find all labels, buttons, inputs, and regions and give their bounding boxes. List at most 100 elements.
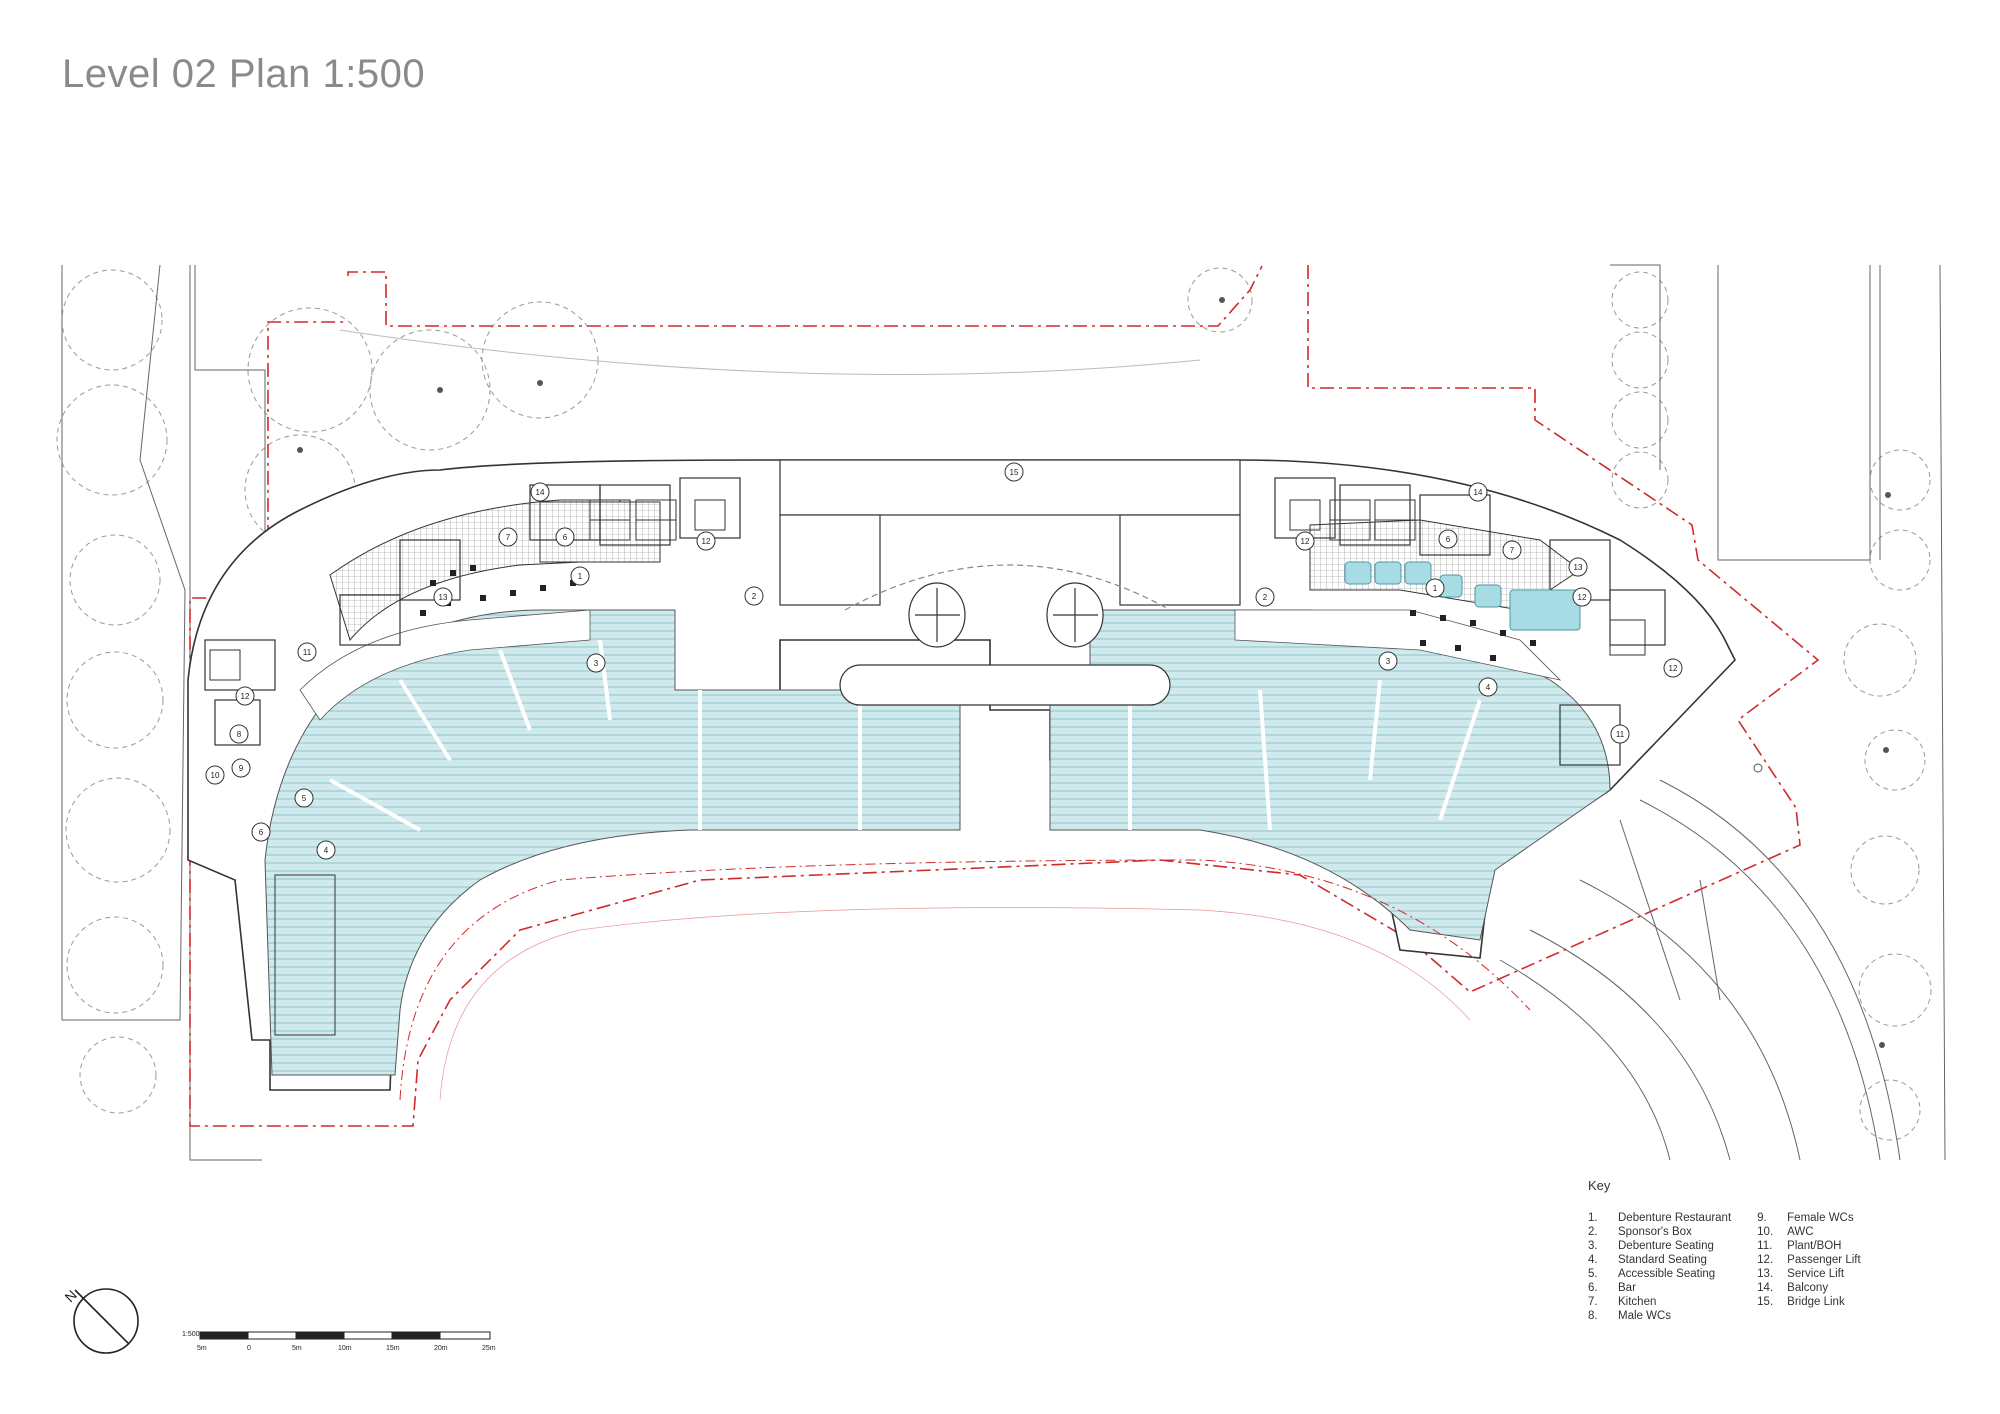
legend-label: Service Lift: [1787, 1268, 1845, 1280]
room-walls: [204, 477, 1666, 766]
scale-ratio: 1:500: [182, 1331, 200, 1338]
legend-number: 3.: [1588, 1240, 1598, 1252]
legend-number: 12.: [1757, 1254, 1774, 1266]
scale-tick: 20m: [434, 1345, 448, 1352]
legend-label: Male WCs: [1618, 1310, 1672, 1322]
room-tag-label: 1: [1433, 584, 1438, 593]
room-tag-label: 4: [324, 846, 329, 855]
legend-key: Key 1. Debenture Restaurant 2.Sponsor's B…: [1588, 1178, 1861, 1323]
legend-label: Accessible Seating: [1618, 1268, 1716, 1280]
room-tag-label: 10: [211, 771, 220, 780]
room-tag-label: 6: [563, 533, 568, 542]
room-tags: [205, 462, 1683, 860]
legend-item: 2.Sponsor's Box: [1588, 1225, 1731, 1239]
pitch-lines: [399, 859, 1531, 1101]
legend-item: 7. Kitchen: [1588, 1295, 1731, 1309]
room-tag-label: 7: [1510, 546, 1515, 555]
legend-item: 3. Debenture Seating: [1588, 1239, 1731, 1253]
room-tag-label: 12: [241, 692, 250, 701]
room-tag-label: 11: [303, 648, 312, 657]
legend-number: 13.: [1757, 1268, 1774, 1280]
legend-number: 8.: [1588, 1310, 1598, 1322]
room-tag-label: 14: [1474, 488, 1483, 497]
legend-number: 4.: [1588, 1254, 1598, 1266]
room-tag-label: 6: [1446, 535, 1451, 544]
legend-number: 11.: [1757, 1240, 1773, 1252]
legend-number: 10.: [1757, 1226, 1774, 1238]
room-tag-label: 8: [237, 730, 242, 739]
room-tag-label: 13: [1574, 563, 1583, 572]
legend-number: 6.: [1588, 1282, 1598, 1294]
legend-item: 8. Male WCs: [1588, 1309, 1731, 1323]
legend-label: Debenture Seating: [1618, 1240, 1714, 1252]
legend-column-2: 9. Female WCs 10. AWC 11. Plant/BOH 12. Pass…: [1757, 1211, 1861, 1323]
room-tag-label: 7: [506, 533, 511, 542]
legend-title: Key: [1588, 1178, 1611, 1193]
legend-label: Female WCs: [1787, 1212, 1854, 1224]
legend-item: 14. Balcony: [1757, 1281, 1861, 1295]
room-tag-label: 2: [752, 592, 757, 601]
legend-item: 15. Bridge Link: [1757, 1295, 1861, 1309]
room-tag-label: 12: [702, 537, 711, 546]
legend-number: 14.: [1757, 1282, 1774, 1294]
north-arrow: [73, 1288, 139, 1354]
context-buildings: [61, 264, 1946, 1161]
aisles: [329, 639, 1482, 832]
room-tag-label: 5: [302, 794, 307, 803]
legend-item: 9. Female WCs: [1757, 1211, 1861, 1225]
legend-number: 15.: [1757, 1296, 1774, 1308]
room-tag-label: 11: [1616, 730, 1625, 739]
room-tag-label: 6: [259, 828, 264, 837]
room-tag-label: 12: [1669, 664, 1678, 673]
legend-label: Standard Seating: [1618, 1254, 1707, 1266]
feature-seating-right: [1344, 561, 1581, 631]
room-tag-label: 9: [239, 764, 244, 773]
legend-label: Kitchen: [1618, 1296, 1657, 1308]
legend-item: 13. Service Lift: [1757, 1267, 1861, 1281]
page-title: Level 02 Plan 1:500: [62, 52, 426, 96]
legend-item: 5. Accessible Seating: [1588, 1267, 1731, 1281]
legend-label: Bridge Link: [1787, 1296, 1845, 1308]
legend-number: 5.: [1588, 1268, 1598, 1280]
legend-label: Sponsor's Box: [1618, 1226, 1692, 1238]
legend-item: 4. Standard Seating: [1588, 1253, 1731, 1267]
room-tag-label: 1: [578, 572, 583, 581]
legend-item: 11. Plant/BOH: [1757, 1239, 1861, 1253]
room-tag-label: 4: [1486, 683, 1491, 692]
restaurant-tables: [420, 565, 1536, 661]
spiral-stairs: [908, 582, 1104, 648]
legend-item: 12. Passenger Lift: [1757, 1253, 1861, 1267]
seating-upper-left: [299, 609, 591, 721]
scale-tick: 10m: [338, 1345, 352, 1352]
scale-tick: 15m: [386, 1345, 400, 1352]
bridge-link: [779, 459, 1241, 706]
north-label: N: [61, 1287, 79, 1305]
legend-number: 7.: [1588, 1296, 1598, 1308]
room-tag-label: 3: [594, 659, 599, 668]
legend-number: 9.: [1757, 1212, 1767, 1224]
scale-tick: 5m: [292, 1345, 302, 1352]
legend-label: Plant/BOH: [1787, 1240, 1842, 1252]
room-tag-label: 2: [1263, 593, 1268, 602]
legend-label: Debenture Restaurant: [1618, 1212, 1732, 1224]
legend-column-1: 1. Debenture Restaurant 2.Sponsor's Box 3…: [1588, 1211, 1731, 1323]
adjacent-stand: [1499, 779, 1901, 1161]
legend-item: 6. Bar: [1588, 1281, 1731, 1295]
room-tag-label: 12: [1578, 593, 1587, 602]
legend-item: 1. Debenture Restaurant: [1588, 1211, 1731, 1225]
room-tag-label: 12: [1301, 537, 1310, 546]
legend-label: Bar: [1618, 1282, 1636, 1294]
seating-bowl: [264, 609, 1611, 1076]
legend-label: Balcony: [1787, 1282, 1829, 1294]
legend-label: Passenger Lift: [1787, 1254, 1861, 1266]
room-tag-label: 3: [1386, 657, 1391, 666]
stair-cores: [209, 499, 1646, 1036]
scale-tick: 0: [247, 1345, 251, 1352]
room-tag-label: 13: [439, 593, 448, 602]
legend-label: AWC: [1787, 1226, 1814, 1238]
room-tag-label: 14: [536, 488, 545, 497]
legend-number: 1.: [1588, 1212, 1598, 1224]
scale-tick: 25m: [482, 1345, 496, 1352]
site-boundary: [189, 265, 1820, 1127]
